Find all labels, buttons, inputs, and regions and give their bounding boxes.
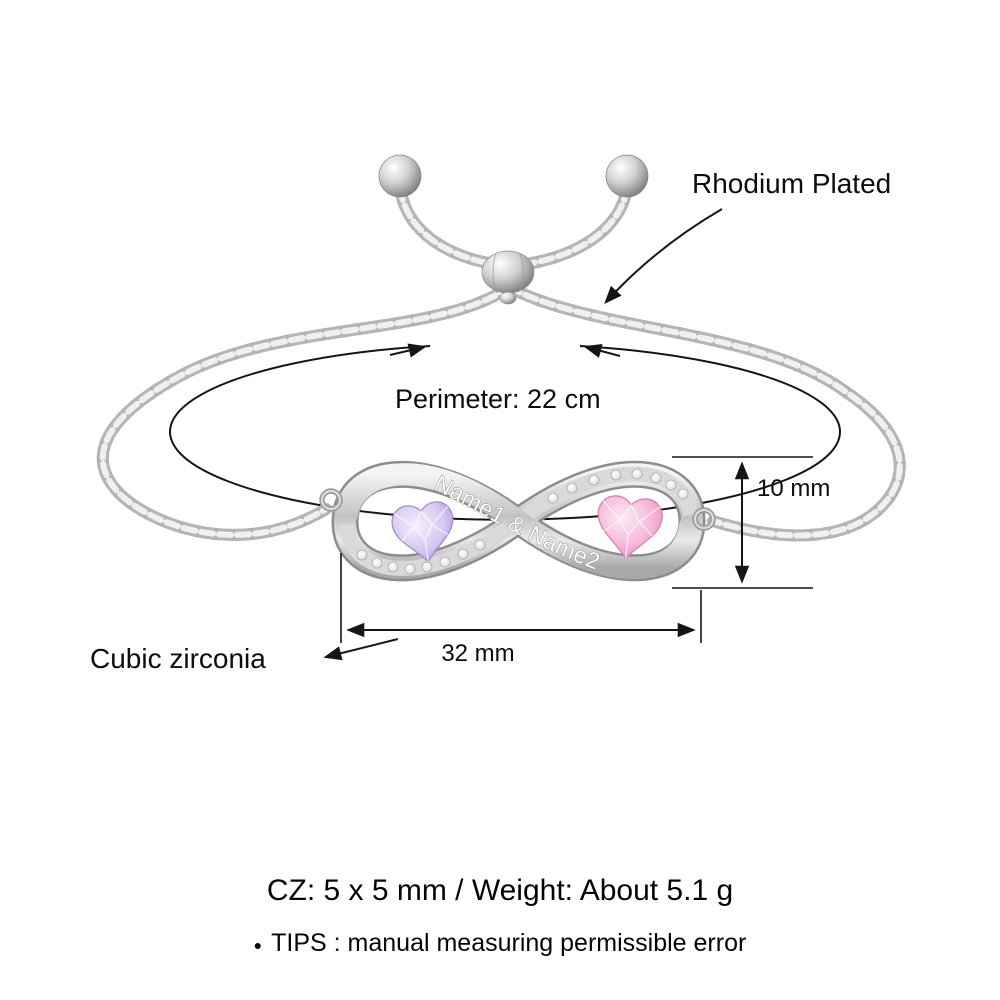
- tips-text: TIPS : manual measuring permissible erro…: [271, 929, 747, 957]
- pave-stones: [356, 468, 689, 575]
- perimeter-arrow-ellipse: [169, 343, 841, 521]
- connector-rings: [319, 488, 716, 531]
- bullet-icon: ●: [253, 936, 263, 953]
- heart-facets-right: [602, 500, 660, 559]
- rhodium-plated-arrow: [604, 208, 723, 304]
- slider-bead: [481, 250, 535, 305]
- height-measurement-10mm: [672, 456, 813, 589]
- rhodium-plated-label: Rhodium Plated: [692, 168, 892, 199]
- chain-end-balls: [378, 154, 649, 198]
- engraved-strand: [336, 463, 701, 580]
- cubic-zirconia-label: Cubic zirconia: [90, 643, 266, 674]
- width-measurement-32mm: [340, 553, 702, 643]
- perimeter-label: Perimeter: 22 cm: [395, 384, 601, 414]
- cubic-zirconia-arrow: [323, 638, 399, 661]
- heart-facets-left: [393, 506, 449, 562]
- infinity-pendant: Name1 & Name2: [319, 460, 716, 582]
- pendant-width-label: 32 mm: [441, 640, 515, 667]
- spec-line: CZ: 5 x 5 mm / Weight: About 5.1 g: [266, 874, 734, 907]
- heart-stone-left: [389, 499, 459, 567]
- pendant-height-label: 10 mm: [757, 475, 831, 502]
- tips-line: ● TIPS : manual measuring permissible er…: [0, 929, 1000, 958]
- heart-stone-right: [593, 493, 665, 563]
